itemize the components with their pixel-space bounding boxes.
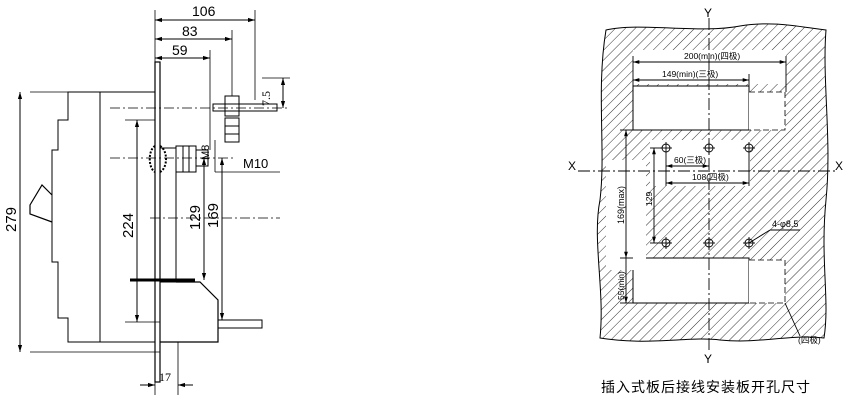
cutout-dimension-lines (578, 18, 836, 352)
dim-169-max: 169(max) (616, 186, 626, 224)
dim-59: 59 (172, 42, 188, 58)
breaker-body (51, 91, 156, 343)
axis-x-right-label: X (835, 159, 843, 173)
dim-224: 224 (120, 213, 137, 238)
dim-83: 83 (182, 23, 198, 39)
mounting-plate (154, 61, 161, 383)
dim-108-four-pole: 108(四极) (692, 172, 729, 182)
middle-terminal (175, 145, 197, 173)
side-view-drawing (17, 10, 290, 395)
dim-7-5: 7.5 (259, 91, 273, 106)
dim-279: 279 (3, 207, 20, 232)
axis-y-top-label: Y (704, 6, 712, 20)
label-m10: M10 (243, 156, 268, 171)
cutout-caption: 插入式板后接线安装板开孔尺寸 (601, 379, 811, 395)
bottom-terminal-bar (217, 319, 263, 329)
dim-106: 106 (192, 3, 216, 19)
mounting-holes (660, 142, 755, 249)
dim-60-three-pole: 60(三极) (674, 155, 706, 165)
label-four-pole-note: (四极) (798, 335, 821, 345)
breaker-handle (29, 184, 53, 223)
plug-in-base (159, 147, 177, 283)
dim-17: 17 (159, 370, 171, 384)
dim-149-three-pole: 149(min)(三极) (662, 69, 718, 79)
dim-129: 129 (187, 205, 204, 230)
cutout-view-drawing (596, 23, 829, 342)
bottom-cutout (632, 257, 750, 304)
dim-55-min: 55(min) (616, 271, 626, 300)
label-m8: M8 (200, 145, 212, 160)
axis-x-left-label: X (568, 159, 576, 173)
dim-200-four-pole: 200(min)(四极) (684, 51, 740, 61)
top-cutout (632, 85, 750, 131)
axis-y-bottom-label: Y (704, 352, 712, 366)
dim-129-vertical: 129 (644, 192, 654, 206)
label-holes: 4-φ8.5 (772, 219, 798, 229)
dim-169: 169 (205, 203, 222, 228)
top-terminal-bar (212, 103, 278, 112)
